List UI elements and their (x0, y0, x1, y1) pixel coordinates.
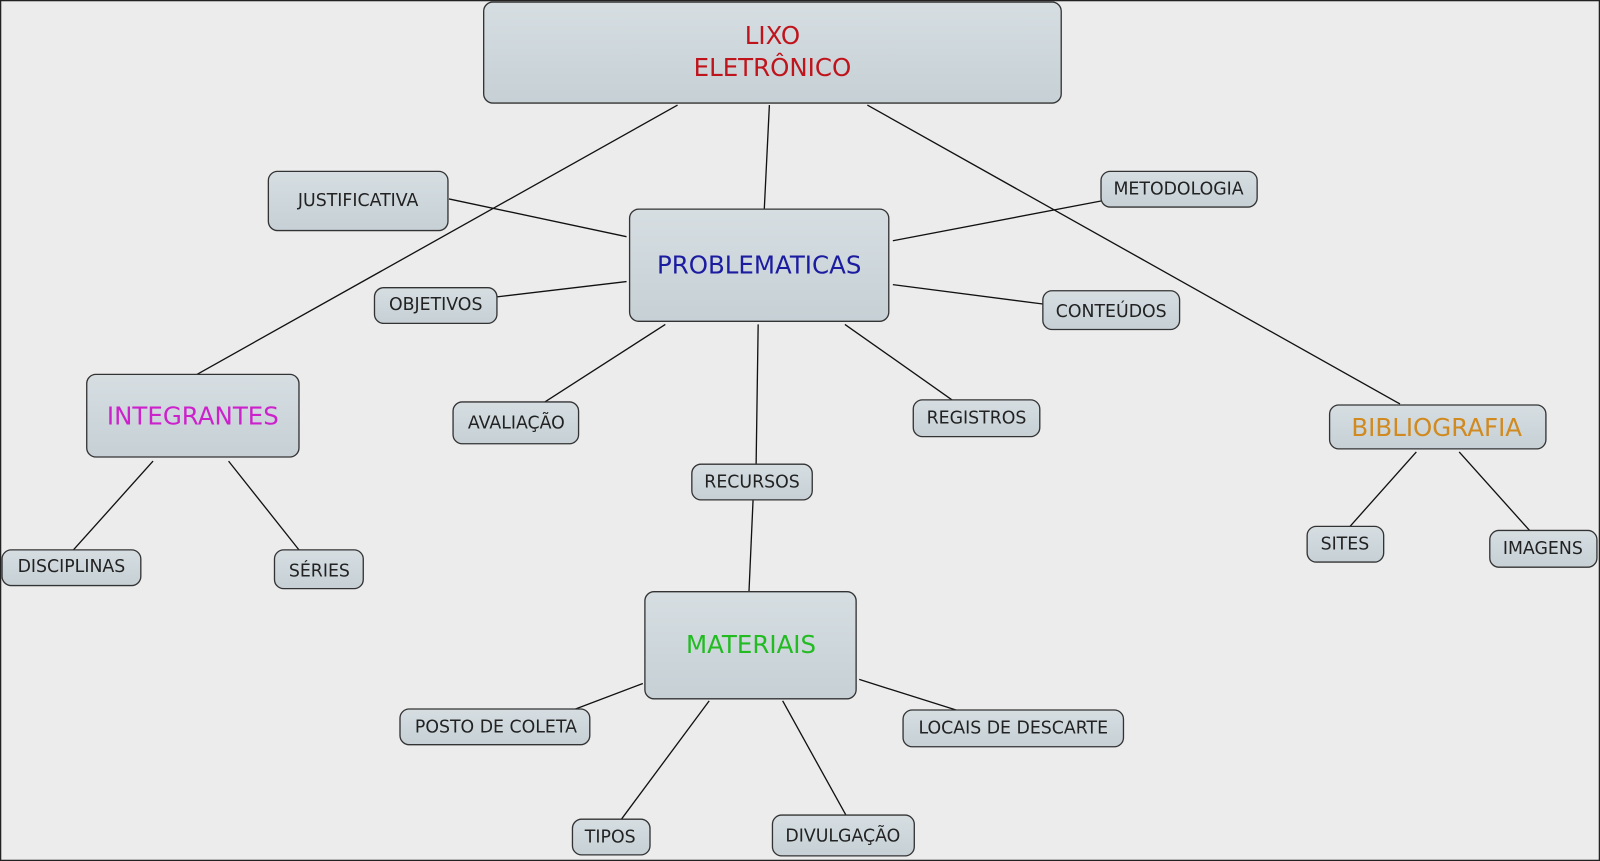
connector (892, 200, 1102, 242)
node-series: SÉRIES (273, 549, 364, 590)
node-imagens: IMAGENS (1489, 529, 1598, 568)
node-metodologia: METODOLOGIA (1100, 170, 1258, 208)
node-label: PROBLEMATICAS (657, 251, 861, 280)
connector (544, 323, 666, 403)
node-label: POSTO DE COLETA (415, 717, 577, 737)
node-tipos: TIPOS (571, 818, 651, 856)
connector (575, 682, 644, 710)
connector (755, 324, 759, 465)
node-label: DIVULGAÇÃO (785, 825, 900, 847)
node-registros: REGISTROS (912, 399, 1041, 438)
connector (448, 198, 627, 238)
node-divulgacao: DIVULGAÇÃO (771, 814, 915, 857)
node-sites: SITES (1306, 525, 1385, 563)
node-disciplinas: DISCIPLINAS (1, 549, 142, 587)
node-materiais: MATERIAIS (644, 591, 857, 700)
connector (196, 104, 678, 375)
connector (892, 283, 1043, 305)
node-label: CONTEÚDOS (1056, 300, 1167, 322)
node-label: REGISTROS (927, 408, 1027, 428)
connector (620, 700, 710, 820)
connector (867, 104, 1401, 405)
root-title-line2: ELETRÔNICO (694, 52, 852, 82)
node-label: SITES (1321, 535, 1370, 555)
node-label: METODOLOGIA (1113, 180, 1243, 200)
node-label: SÉRIES (289, 559, 350, 581)
node-label: RECURSOS (704, 473, 799, 493)
node-conteudos: CONTEÚDOS (1042, 290, 1181, 331)
node-problematicas: PROBLEMATICAS (628, 208, 890, 323)
connector (228, 460, 300, 551)
node-justificativa: JUSTIFICATIVA (267, 170, 449, 232)
connector (72, 460, 154, 551)
node-posto-de-coleta: POSTO DE COLETA (399, 708, 591, 746)
node-avaliacao: AVALIAÇÃO (452, 401, 580, 445)
root-title-line1: LIXO (745, 21, 800, 50)
node-recursos: RECURSOS (691, 463, 813, 501)
connector (1458, 451, 1531, 531)
connector (748, 499, 754, 592)
connector (782, 700, 847, 816)
connector (844, 323, 953, 401)
node-label: TIPOS (584, 828, 636, 848)
node-bibliografia: BIBLIOGRAFIA (1328, 404, 1547, 450)
node-label: DISCIPLINAS (18, 557, 126, 577)
connector (858, 678, 957, 711)
node-label: IMAGENS (1503, 539, 1583, 559)
node-locais-de-descarte: LOCAIS DE DESCARTE (902, 709, 1125, 748)
node-label: OBJETIVOS (389, 295, 482, 315)
node-integrantes: INTEGRANTES (86, 373, 300, 458)
node-label: MATERIAIS (686, 630, 816, 659)
connector (1349, 451, 1417, 527)
node-label: AVALIAÇÃO (468, 411, 565, 433)
connector (763, 105, 771, 210)
node-label: LOCAIS DE DESCARTE (918, 718, 1108, 738)
connector (496, 280, 627, 298)
node-label: JUSTIFICATIVA (297, 191, 419, 211)
node-lixo-eletronico: LIXO ELETRÔNICO (483, 1, 1062, 104)
connectors (72, 104, 1531, 820)
node-objetivos: OBJETIVOS (373, 287, 498, 325)
node-label: INTEGRANTES (107, 402, 279, 431)
node-label: BIBLIOGRAFIA (1351, 413, 1522, 442)
